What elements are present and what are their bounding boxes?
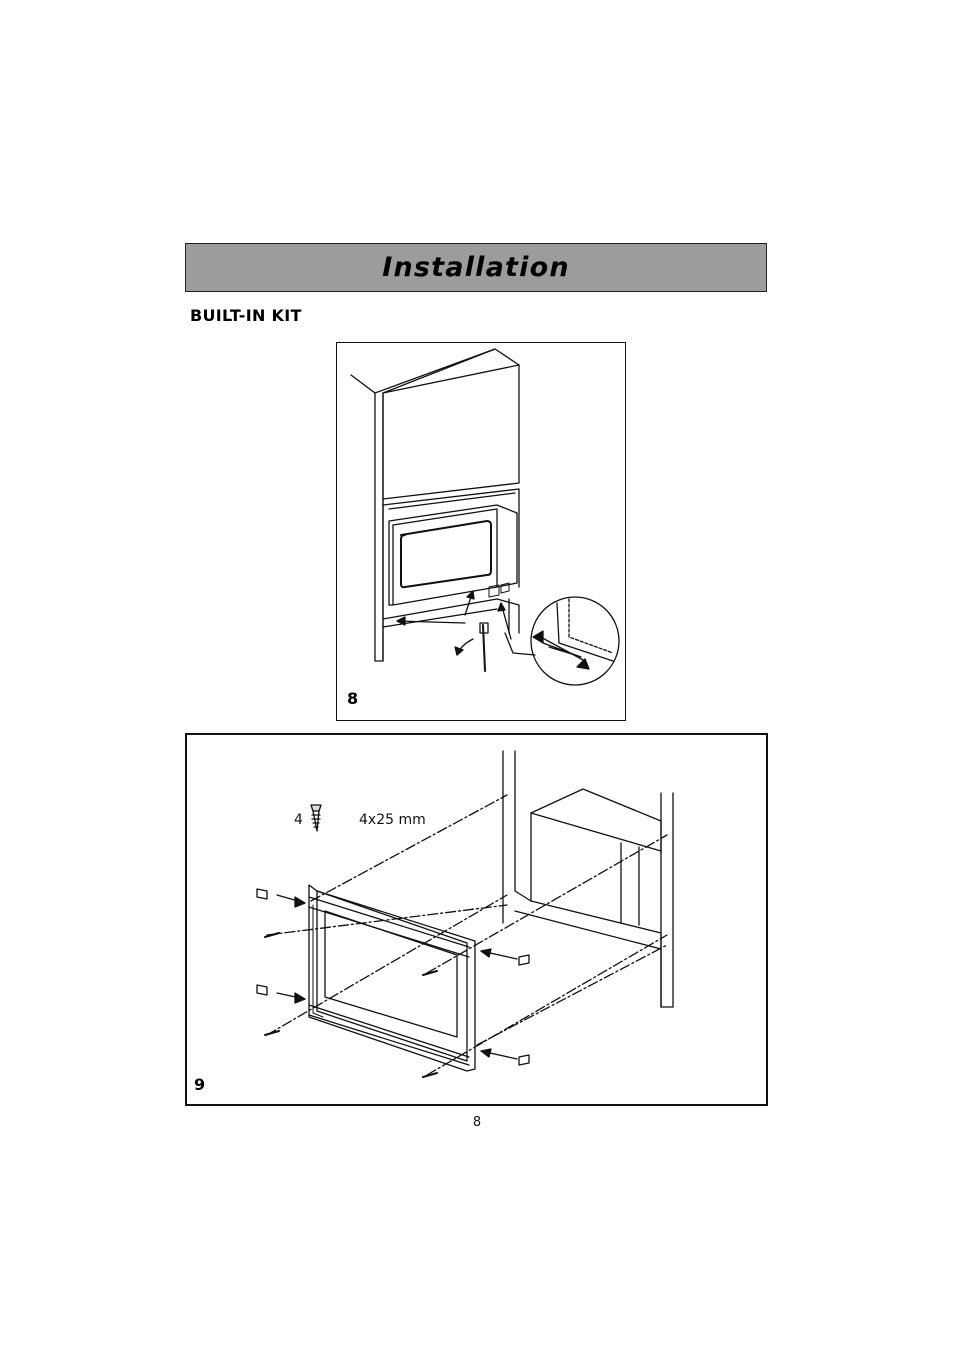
page-number: 8 bbox=[0, 1115, 954, 1130]
section-heading: BUILT-IN KIT bbox=[190, 306, 302, 325]
screw-icon bbox=[311, 805, 321, 831]
figure-8: 8 bbox=[336, 342, 626, 721]
page-title: Installation bbox=[382, 252, 570, 283]
screw-quantity: 4 bbox=[294, 812, 303, 828]
figure-8-illustration bbox=[337, 343, 627, 722]
title-banner: Installation bbox=[185, 243, 767, 292]
figure-9: 4 4x25 mm 9 bbox=[185, 733, 768, 1106]
figure-8-number: 8 bbox=[347, 689, 358, 708]
figure-9-illustration bbox=[187, 735, 770, 1108]
screw-size: 4x25 mm bbox=[359, 812, 426, 828]
figure-9-number: 9 bbox=[194, 1075, 205, 1094]
